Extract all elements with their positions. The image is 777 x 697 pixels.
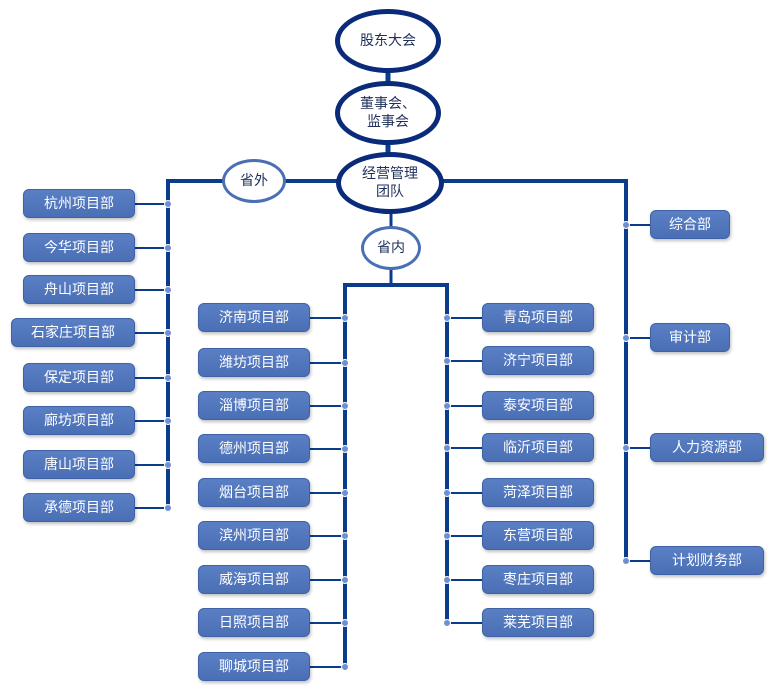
- inside-province-node: 省内: [361, 226, 421, 270]
- connector-dot: [443, 357, 451, 365]
- inside-province-label: 省内: [377, 240, 405, 256]
- department-box: 审计部: [650, 323, 730, 352]
- inside-right-project-box: 莱芜项目部: [482, 608, 594, 637]
- connector-dot: [164, 244, 172, 252]
- inside-left-project-box: 潍坊项目部: [198, 348, 310, 377]
- connector-dot: [341, 402, 349, 410]
- connector-dot: [341, 359, 349, 367]
- inside-right-project-box: 临沂项目部: [482, 433, 594, 462]
- connector-dot: [341, 314, 349, 322]
- connector-dot: [443, 619, 451, 627]
- connector-dot: [341, 445, 349, 453]
- connector-dot: [443, 444, 451, 452]
- connector-dot: [443, 314, 451, 322]
- inside-left-project-box: 威海项目部: [198, 565, 310, 594]
- connector-dot: [622, 221, 630, 229]
- inside-left-project-box: 济南项目部: [198, 303, 310, 332]
- connector-dot: [164, 504, 172, 512]
- outside-project-box: 今华项目部: [23, 233, 135, 262]
- outside-project-box: 杭州项目部: [23, 189, 135, 218]
- outside-project-box: 舟山项目部: [23, 275, 135, 304]
- connector-dot: [164, 329, 172, 337]
- outside-project-box: 保定项目部: [23, 363, 135, 392]
- outside-province-node: 省外: [222, 159, 286, 203]
- management-node: 经营管理 团队: [336, 152, 444, 214]
- inside-left-project-box: 滨州项目部: [198, 521, 310, 550]
- inside-right-project-box: 泰安项目部: [482, 391, 594, 420]
- outside-project-box: 廊坊项目部: [23, 406, 135, 435]
- outside-project-box: 唐山项目部: [23, 450, 135, 479]
- connector-dot: [443, 489, 451, 497]
- inside-left-project-box: 淄博项目部: [198, 391, 310, 420]
- inside-left-project-box: 烟台项目部: [198, 478, 310, 507]
- board-node: 董事会、 监事会: [335, 81, 441, 145]
- connector-dot: [164, 200, 172, 208]
- connector-dot: [341, 489, 349, 497]
- connector-dot: [341, 532, 349, 540]
- inside-right-project-box: 枣庄项目部: [482, 565, 594, 594]
- connector-dot: [164, 461, 172, 469]
- department-box: 人力资源部: [650, 433, 764, 462]
- outside-province-label: 省外: [240, 173, 268, 189]
- connector-dot: [341, 619, 349, 627]
- connector-dot: [622, 444, 630, 452]
- connector-dot: [443, 576, 451, 584]
- inside-left-project-box: 日照项目部: [198, 608, 310, 637]
- connector-dot: [164, 417, 172, 425]
- outside-project-box: 承德项目部: [23, 493, 135, 522]
- shareholders-node: 股东大会: [335, 9, 441, 73]
- inside-right-project-box: 青岛项目部: [482, 303, 594, 332]
- connector-dot: [622, 557, 630, 565]
- connector-dot: [443, 532, 451, 540]
- inside-left-project-box: 聊城项目部: [198, 652, 310, 681]
- inside-right-project-box: 东营项目部: [482, 521, 594, 550]
- inside-right-project-box: 菏泽项目部: [482, 478, 594, 507]
- connector-dot: [164, 286, 172, 294]
- shareholders-label: 股东大会: [360, 33, 416, 49]
- management-label: 经营管理 团队: [362, 166, 418, 200]
- outside-project-box: 石家庄项目部: [11, 318, 135, 347]
- connector-dot: [443, 402, 451, 410]
- connector-dot: [341, 663, 349, 671]
- inside-left-project-box: 德州项目部: [198, 434, 310, 463]
- inside-right-project-box: 济宁项目部: [482, 346, 594, 375]
- board-label: 董事会、 监事会: [360, 96, 416, 130]
- connector-dot: [164, 374, 172, 382]
- connector-dot: [622, 334, 630, 342]
- department-box: 综合部: [650, 210, 730, 239]
- connector-dot: [341, 576, 349, 584]
- department-box: 计划财务部: [650, 546, 764, 575]
